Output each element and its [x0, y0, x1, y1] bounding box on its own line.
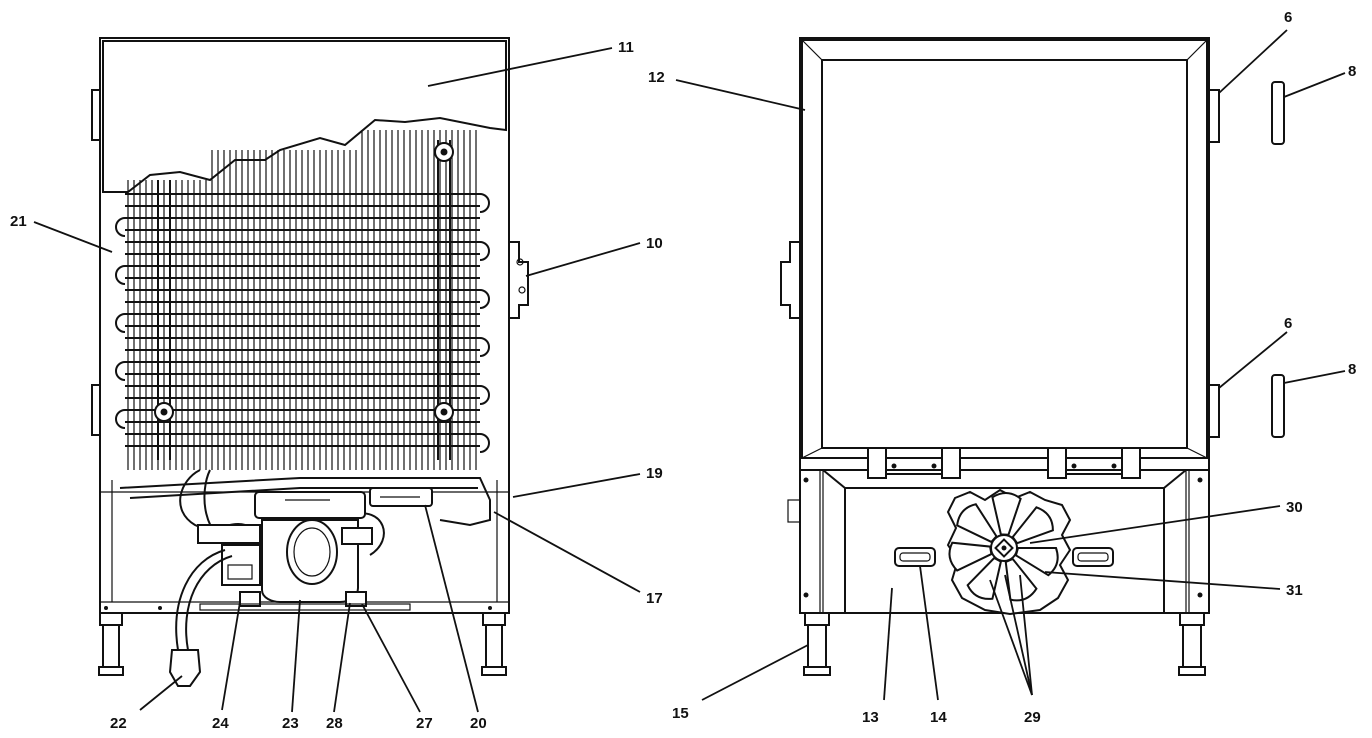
door-hinge-brackets — [867, 447, 1141, 479]
compressor — [254, 491, 373, 603]
callout-13: 13 — [862, 709, 879, 726]
door-glass — [821, 59, 1188, 449]
callout-21: 21 — [10, 213, 27, 230]
hinge-cover-bottom — [1271, 374, 1285, 438]
front-latch — [780, 241, 800, 319]
hinge-cover-top — [1271, 81, 1285, 145]
callout-11: 11 — [618, 39, 634, 56]
callout-17: 17 — [646, 590, 663, 607]
callout-6-bottom: 6 — [1284, 315, 1292, 332]
rear-cabinet-body — [99, 37, 510, 614]
fan-blade — [1011, 506, 1054, 545]
rear-hinge-top-left — [91, 89, 101, 141]
callout-8-bottom: 8 — [1348, 361, 1356, 378]
callout-12: 12 — [648, 69, 665, 86]
power-plug — [168, 649, 202, 687]
coil-tubes — [115, 193, 490, 453]
callout-22: 22 — [110, 715, 127, 732]
callout-29: 29 — [1024, 709, 1041, 726]
callout-20: 20 — [470, 715, 487, 732]
callout-6-top: 6 — [1284, 9, 1292, 26]
fan-blade — [948, 541, 993, 572]
callout-19: 19 — [646, 465, 663, 482]
callout-8-top: 8 — [1348, 63, 1356, 80]
callout-10: 10 — [646, 235, 663, 252]
callout-labels: 11 21 10 19 17 22 24 23 28 27 20 12 6 8 … — [10, 9, 1356, 732]
callout-27: 27 — [416, 715, 433, 732]
condenser-coil — [115, 130, 490, 470]
filter-drier — [369, 487, 433, 507]
callout-14: 14 — [930, 709, 947, 726]
front-hinge-top-right — [1208, 89, 1220, 143]
callout-28: 28 — [326, 715, 343, 732]
front-legs — [803, 612, 1206, 676]
start-relay-box — [197, 524, 261, 586]
rear-latch-bracket — [509, 241, 529, 319]
fan-blade — [956, 503, 998, 544]
callout-24: 24 — [212, 715, 229, 732]
leader-lines — [33, 29, 1346, 713]
rear-legs — [98, 612, 507, 676]
callout-15: 15 — [672, 705, 689, 722]
power-cord — [168, 549, 233, 687]
door-assembly — [801, 39, 1208, 459]
condenser-fan — [946, 488, 1072, 616]
fan-blade — [991, 492, 1022, 536]
front-hinge-bottom-right — [1208, 384, 1220, 438]
rear-hinge-bottom-left — [91, 384, 101, 436]
rear-view — [91, 37, 529, 687]
fan-blade — [1014, 547, 1059, 577]
callout-30: 30 — [1286, 499, 1303, 516]
front-view — [780, 37, 1285, 676]
compressor-grommets — [199, 591, 411, 611]
rear-cover-panel — [102, 40, 507, 193]
callout-23: 23 — [282, 715, 299, 732]
grille-vents — [894, 547, 1114, 567]
callout-31: 31 — [1286, 582, 1303, 599]
